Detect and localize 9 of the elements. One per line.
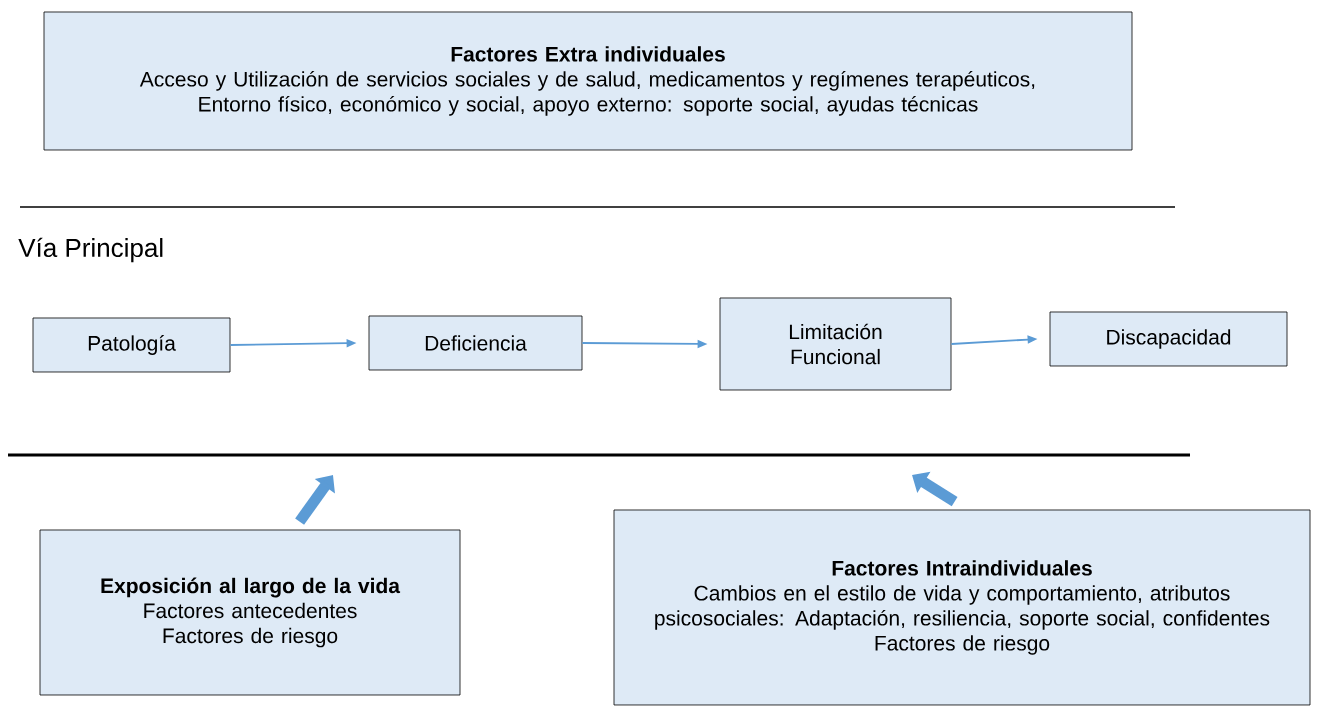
process-box: Discapacidad <box>1049 311 1288 367</box>
process-box: Limitación Funcional <box>719 297 952 391</box>
process-box: Deficiencia <box>368 315 583 371</box>
process-box: Factores Intraindividuales Cambios en el estilo de vida y comportamiento, atributos psicosociales: Adaptación, resiliencia, soporte social, confidentes Factores de riesgo <box>613 509 1311 706</box>
process-box: Factores Extra individuales Acceso y Utilización de servicios sociales y de salud, medicamentos y regímenes terapéuticos, Entorno físico, económico y social, apoyo externo: soporte social, ayudas técnicas <box>43 11 1133 151</box>
process-box: Exposición al largo de la vida Factores antecedentes Factores de riesgo <box>39 529 461 696</box>
process-box: Patología <box>32 317 231 373</box>
heading-text: Vía Principal <box>18 237 163 263</box>
block-arrow <box>295 475 335 525</box>
